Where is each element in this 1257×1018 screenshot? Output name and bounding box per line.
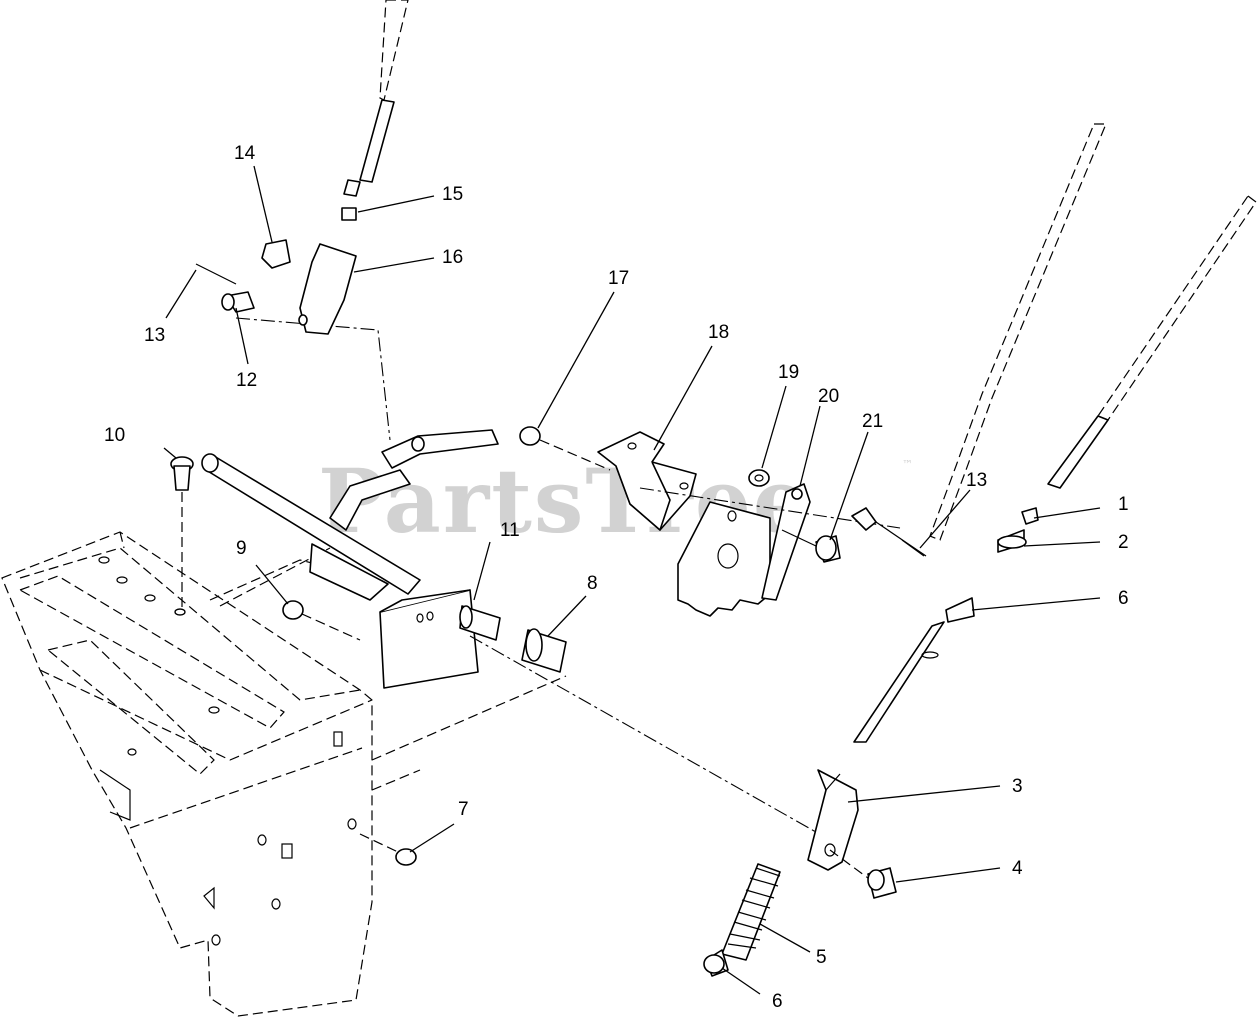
callout-11: 11 (500, 520, 520, 541)
nut-part-9 (282, 600, 361, 641)
axis-line (469, 635, 831, 841)
washer-part-7 (359, 833, 417, 866)
clevis-assembly (195, 0, 409, 335)
callout-19: 19 (778, 362, 799, 383)
callout-6-lower: 6 (772, 991, 783, 1012)
watermark-trademark: ™ (902, 458, 913, 471)
leader-lines (163, 165, 1101, 995)
clevis-axis-line (235, 317, 391, 441)
callout-20: 20 (818, 386, 839, 407)
callout-15: 15 (442, 184, 463, 205)
callout-13-right: 13 (966, 470, 987, 491)
pivot-rod-assembly (201, 429, 499, 689)
callout-7: 7 (458, 799, 469, 820)
long-control-rod (851, 123, 1107, 557)
right-control-rod (807, 195, 1257, 899)
callout-16: 16 (442, 247, 463, 268)
callout-18: 18 (708, 322, 729, 343)
callout-14: 14 (234, 143, 256, 164)
callout-2: 2 (1118, 532, 1129, 553)
callout-labels: 1 2 3 4 5 6 6 7 8 9 10 11 12 13 13 14 15… (104, 143, 1129, 1012)
bracket-assembly (519, 426, 901, 617)
callout-6-upper: 6 (1118, 588, 1129, 609)
bushing-part-8 (459, 605, 567, 673)
callout-5: 5 (816, 947, 827, 968)
callout-4: 4 (1012, 858, 1023, 879)
spring-part-5 (703, 863, 781, 977)
callout-17: 17 (608, 268, 629, 289)
callout-3: 3 (1012, 776, 1023, 797)
callout-21: 21 (862, 411, 883, 432)
frame-plate (1, 531, 567, 1017)
bolt-part-10 (170, 456, 194, 616)
callout-10: 10 (104, 425, 125, 446)
callout-12: 12 (236, 370, 257, 391)
callout-1: 1 (1118, 494, 1129, 515)
callout-9: 9 (236, 538, 247, 559)
callout-13-left: 13 (144, 325, 165, 346)
callout-8: 8 (587, 573, 598, 594)
